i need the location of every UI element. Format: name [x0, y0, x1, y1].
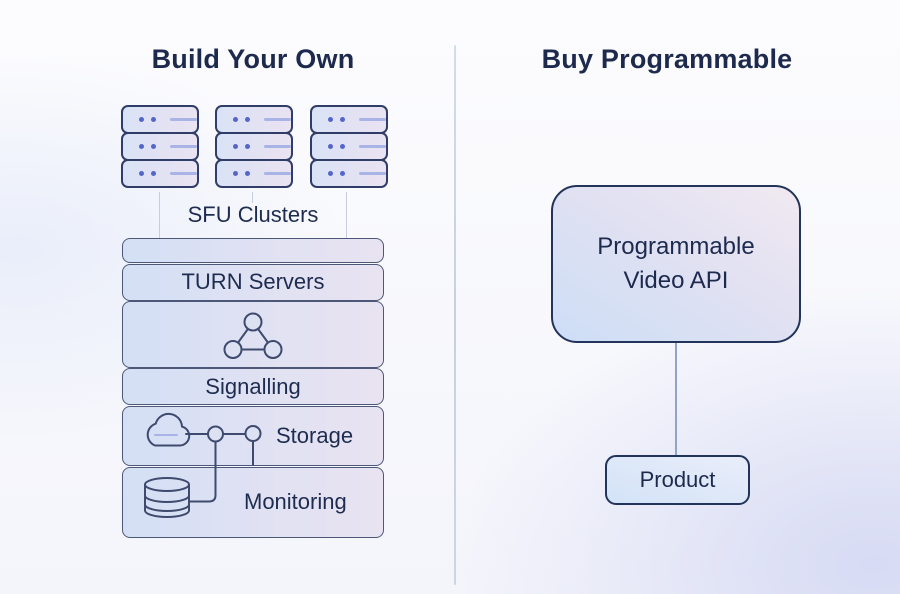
server-rack-icon — [121, 105, 199, 188]
api-box-label-line1: Programmable — [597, 233, 755, 260]
sfu-clusters-label: SFU Clusters — [187, 202, 319, 227]
programmable-video-api-box: Programmable Video API — [551, 185, 801, 343]
server-unit-icon — [121, 132, 199, 161]
api-product-connector-line — [675, 343, 677, 455]
server-unit-icon — [310, 159, 388, 188]
divider-line — [454, 45, 456, 585]
layer-storage: Storage — [122, 405, 384, 466]
storage-label: Storage — [276, 422, 354, 448]
turn-servers-label: TURN Servers — [181, 269, 325, 294]
product-label: Product — [639, 467, 716, 492]
signalling-label: Signalling — [205, 373, 301, 399]
product-box: Product — [605, 455, 750, 505]
infrastructure-layer-stack: TURN Servers Signalling Storage Monitori… — [122, 238, 384, 538]
server-unit-icon — [121, 105, 199, 134]
server-unit-icon — [310, 132, 388, 161]
api-box-label-line2: Video API — [623, 267, 729, 294]
server-unit-icon — [310, 105, 388, 134]
server-unit-icon — [215, 159, 293, 188]
server-rack-icon — [215, 105, 293, 188]
server-unit-icon — [215, 132, 293, 161]
server-rack-icon — [310, 105, 388, 188]
layer-monitoring: Monitoring — [122, 466, 384, 538]
server-unit-icon — [121, 159, 199, 188]
layer-turn-servers: TURN Servers — [122, 263, 384, 301]
build-your-own-title: Build Your Own — [151, 44, 355, 74]
stack-connector-line — [159, 192, 160, 238]
stack-connector-line — [346, 192, 347, 238]
monitoring-label: Monitoring — [244, 489, 347, 515]
layer-network — [122, 301, 384, 368]
stack-connector-line — [252, 192, 253, 203]
layer-signalling: Signalling — [122, 368, 384, 405]
server-unit-icon — [215, 105, 293, 134]
buy-programmable-title: Buy Programmable — [541, 44, 793, 74]
layer-capacity-box — [122, 238, 384, 263]
